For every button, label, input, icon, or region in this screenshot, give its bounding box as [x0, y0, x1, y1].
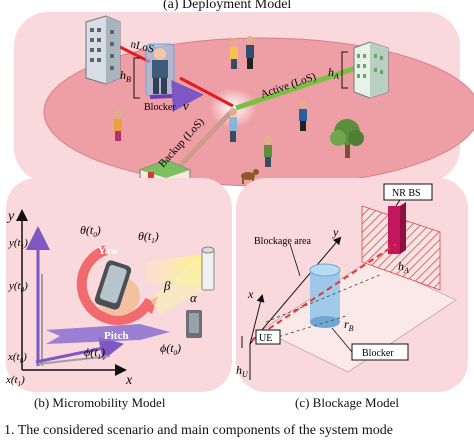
ue-label-box: [255, 329, 281, 345]
panel-c-blockage: NR BS Blockage area y x hA rB UE Blocker…: [236, 178, 468, 392]
blocker-cylinder: [309, 263, 341, 328]
nr-bs-pointer: [395, 199, 401, 207]
theta-t1-label: θ(t1): [138, 229, 159, 245]
pitch-label: Pitch: [104, 330, 128, 342]
blocker-label: Blocker: [144, 102, 176, 113]
y-t0-label: y(t0): [8, 280, 28, 294]
figure-caption: 1. The considered scenario and main comp…: [4, 423, 393, 438]
alpha-label: α: [190, 290, 198, 305]
nlos-link-a: [117, 44, 151, 64]
panel-b-caption: (b) Micromobility Model: [34, 395, 166, 410]
blocker-velocity-arrow: [149, 80, 204, 113]
tree-icon: [330, 119, 364, 158]
person-icon: [230, 38, 238, 69]
nr-bs-label-box: [383, 183, 433, 201]
antenna-device-bottom-icon: [186, 310, 202, 338]
person-icon: [264, 136, 272, 167]
x-t1-axis: [35, 336, 124, 364]
y-axis-label: y: [332, 225, 339, 239]
panel-b-micromobility: y x y(t1) y(t0) x(t0) x(t1) θ(t0) θ(t1) …: [5, 178, 232, 392]
backup-link: [168, 108, 235, 178]
yaw-label: Yaw: [98, 245, 118, 257]
x-axis: [249, 294, 265, 345]
bs-height-bracket: [341, 51, 348, 89]
panel-c-caption: (c) Blockage Model: [295, 395, 399, 410]
building-left-icon: [85, 15, 121, 85]
phi-t1-label: ϕ(t1): [84, 345, 105, 361]
blocker-label: Blocker: [362, 348, 394, 359]
panel-a-caption: (a) Deployment Model: [163, 0, 292, 12]
y-t1-label: y(t1): [8, 237, 28, 251]
ue-label: UE: [259, 333, 272, 344]
blocker-pointer: [331, 327, 353, 353]
y-axis: [249, 236, 342, 345]
blockage-area-label: Blockage area: [254, 236, 311, 247]
x-axis-label: x: [125, 373, 133, 388]
x-t1-label: x(t1): [5, 374, 25, 388]
nlos-label: nLoS: [129, 38, 155, 55]
building-right-icon: [353, 41, 389, 99]
beta-label: β: [163, 278, 171, 293]
antenna-beam-lower: [150, 258, 206, 314]
x-axis-label: x: [247, 287, 254, 301]
blockage-area-edge: [265, 273, 383, 323]
person-icon: [299, 100, 307, 131]
blockage-area-pointer: [289, 243, 301, 277]
bs-height-label: hA: [398, 259, 409, 275]
person-icon: [246, 36, 254, 69]
antenna-device-top-icon: [201, 246, 215, 291]
bs-height-label: hA: [328, 65, 339, 81]
blocker-height-bracket: [133, 57, 140, 99]
y-axis-label: y: [6, 209, 15, 224]
x-t0-axis: [37, 355, 111, 365]
los-dashed-line: [251, 243, 397, 341]
x-t0-label: x(t0): [7, 351, 27, 365]
blocker-height-label: hB: [120, 68, 131, 84]
pitch-rotation-band: [46, 324, 170, 344]
blockage-area-edge: [267, 315, 347, 341]
phi-t0-label: ϕ(t0): [160, 341, 181, 357]
blocker-radius-label: rB: [344, 317, 354, 333]
nr-bs-label: NR BS: [392, 188, 421, 199]
theta-t0-label: θ(t0): [80, 223, 101, 239]
panel-a-deployment: nLoS hB Blocker ν Active (LoS) hA Backup…: [14, 12, 474, 207]
velocity-label: ν: [183, 98, 189, 113]
dog-icon: [241, 169, 259, 184]
nr-bs-tower-icon: [388, 202, 406, 254]
phone-in-hand-icon: [94, 260, 140, 316]
ue-height-label: hU: [236, 363, 249, 379]
person-icon: [114, 110, 122, 141]
yaw-rotation-ring: [76, 245, 155, 326]
active-link: [235, 65, 357, 111]
user-equipment-person-icon: [229, 108, 237, 142]
